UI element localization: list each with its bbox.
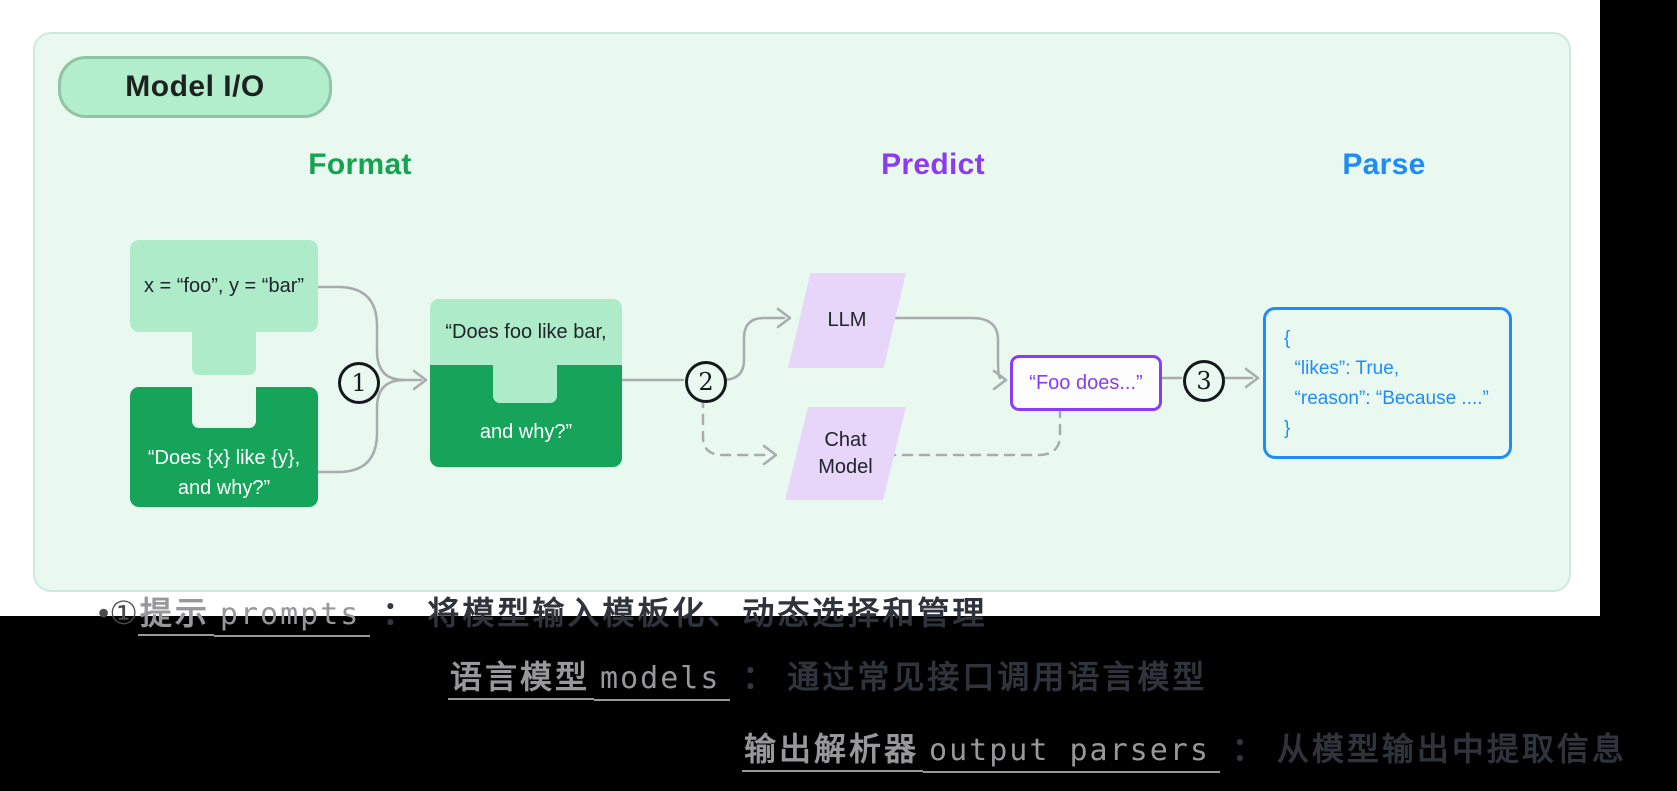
- column-header-parse: Parse: [1342, 148, 1426, 181]
- arrowhead-into-llm: [776, 307, 792, 329]
- wire-merge-out-bottom: [375, 378, 406, 410]
- wire-step2-to-chat-dashed: [701, 396, 772, 457]
- step-circle-3: 3: [1183, 360, 1225, 402]
- arrowhead-into-merged-piece: [412, 369, 428, 391]
- note-code-prompts: prompts: [213, 597, 371, 637]
- note-desc-prompts: 将模型输入模板化、动态选择和管理: [427, 595, 988, 631]
- model-io-badge: Model I/O: [58, 56, 332, 118]
- template-piece-notch: [192, 387, 256, 428]
- wire-template-to-merge: [316, 406, 379, 474]
- note-bullet: •: [98, 595, 110, 631]
- arrowhead-into-output: [992, 369, 1008, 391]
- parsed-json-box: { “likes”: True, “reason”: “Because ....…: [1263, 307, 1512, 459]
- llm-node: LLM: [788, 273, 906, 368]
- note-number-1: ①: [109, 595, 138, 631]
- column-header-format: Format: [308, 148, 412, 181]
- step-circle-1: 1: [338, 362, 380, 404]
- merged-piece-tab: [493, 365, 557, 403]
- parsed-json-text: { “likes”: True, “reason”: “Because ....…: [1284, 328, 1489, 439]
- wire-llm-to-output: [891, 316, 1002, 380]
- inputs-piece: x = “foo”, y = “bar”: [130, 240, 318, 332]
- note-code-output-parsers: output parsers: [923, 733, 1220, 773]
- model-output-text: “Foo does...”: [1029, 371, 1143, 394]
- wire-step2-to-llm: [720, 316, 786, 382]
- wire-inputs-to-merge: [316, 285, 379, 353]
- llm-label: LLM: [827, 309, 867, 331]
- column-header-predict: Predict: [881, 148, 985, 181]
- chat-model-node: Chat Model: [785, 407, 906, 500]
- inputs-piece-text: x = “foo”, y = “bar”: [143, 274, 305, 297]
- inputs-piece-tab: [192, 331, 256, 375]
- model-output-box: “Foo does...”: [1010, 355, 1162, 411]
- model-io-badge-label: Model I/O: [125, 70, 265, 103]
- note-desc-output-parsers: 从模型输出中提取信息: [1276, 731, 1627, 767]
- arrowhead-into-json-box: [1244, 367, 1260, 389]
- template-piece-text: “Does {x} like {y}, and why?”: [147, 447, 301, 499]
- arrowhead-into-chat-model: [762, 444, 778, 466]
- note-code-models: models: [594, 661, 731, 701]
- note-desc-models: 通过常见接口调用语言模型: [787, 659, 1208, 695]
- wire-chat-to-output-dashed: [884, 396, 1062, 457]
- note-keyword-output-parsers: 输出解析器: [742, 731, 924, 772]
- note-keyword-prompts: 提示: [137, 595, 214, 636]
- step-circle-2: 2: [685, 361, 727, 403]
- wire-merge-out-top: [375, 349, 423, 382]
- merged-piece-top: “Does foo like bar,: [430, 299, 622, 365]
- note-keyword-models: 语言模型: [448, 659, 595, 700]
